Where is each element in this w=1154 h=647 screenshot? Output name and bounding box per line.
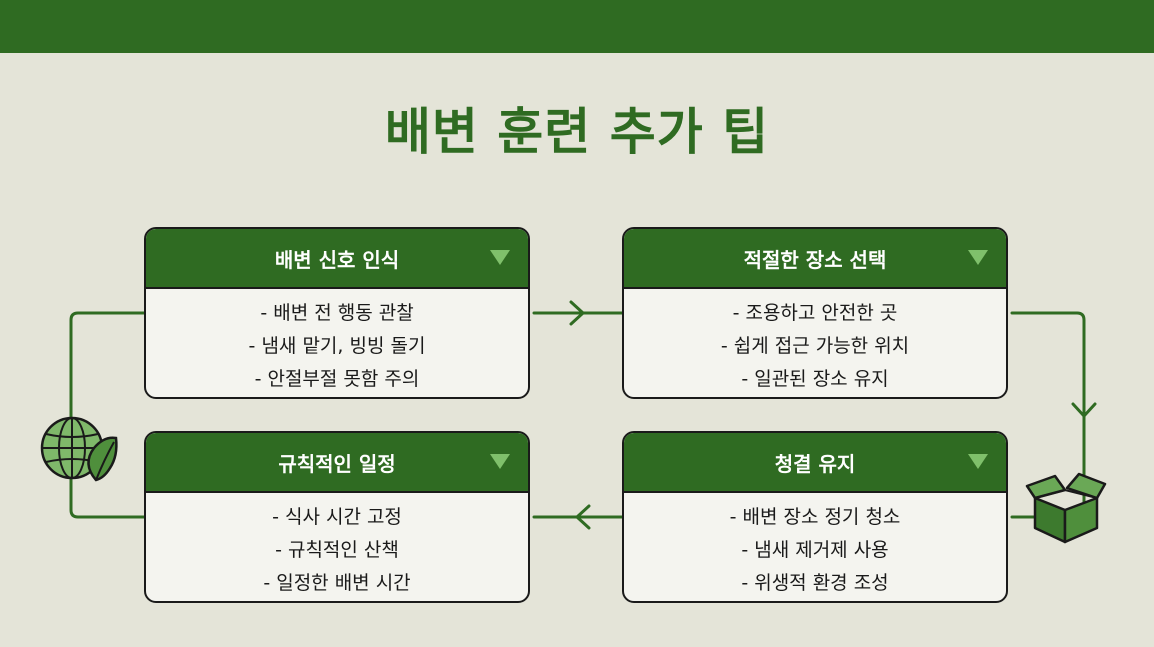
list-item: - 일관된 장소 유지: [741, 368, 889, 390]
top-banner: [0, 0, 1154, 53]
triangle-down-icon[interactable]: [490, 250, 510, 265]
list-item: - 냄새 제거제 사용: [741, 539, 889, 561]
page-title: 배변 훈련 추가 팁: [384, 103, 770, 161]
arrowhead-down-icon: [1071, 402, 1097, 418]
list-item: - 냄새 맡기, 빙빙 돌기: [248, 335, 426, 357]
card-body: - 배변 장소 정기 청소 - 냄새 제거제 사용 - 위생적 환경 조성: [624, 493, 1006, 600]
list-item: - 쉽게 접근 가능한 위치: [720, 335, 910, 357]
card-cleanliness: 청결 유지 - 배변 장소 정기 청소 - 냄새 제거제 사용 - 위생적 환경…: [622, 431, 1008, 603]
card-body: - 조용하고 안전한 곳 - 쉽게 접근 가능한 위치 - 일관된 장소 유지: [624, 289, 1006, 396]
list-item: - 위생적 환경 조성: [741, 572, 889, 594]
triangle-down-icon[interactable]: [490, 454, 510, 469]
list-item: - 규칙적인 산책: [275, 539, 399, 561]
arrowhead-left-icon: [575, 504, 591, 530]
card-header: 규칙적인 일정: [146, 433, 528, 493]
card-header: 적절한 장소 선택: [624, 229, 1006, 289]
list-item: - 배변 전 행동 관찰: [260, 302, 414, 324]
list-item: - 안절부절 못함 주의: [254, 368, 420, 390]
card-title: 적절한 장소 선택: [743, 247, 887, 272]
card-signal-recognition: 배변 신호 인식 - 배변 전 행동 관찰 - 냄새 맡기, 빙빙 돌기 - 안…: [144, 227, 530, 399]
connector-3-1: [69, 311, 146, 519]
card-header: 배변 신호 인식: [146, 229, 528, 289]
triangle-down-icon[interactable]: [968, 250, 988, 265]
list-item: - 배변 장소 정기 청소: [729, 506, 901, 528]
card-title: 규칙적인 일정: [278, 451, 396, 476]
list-item: - 조용하고 안전한 곳: [732, 302, 898, 324]
list-item: - 식사 시간 고정: [272, 506, 402, 528]
card-header: 청결 유지: [624, 433, 1006, 493]
arrowhead-right-icon: [569, 300, 585, 326]
card-title: 청결 유지: [774, 451, 856, 476]
card-body: - 식사 시간 고정 - 규칙적인 산책 - 일정한 배변 시간: [146, 493, 528, 600]
triangle-down-icon[interactable]: [968, 454, 988, 469]
card-title: 배변 신호 인식: [274, 247, 400, 272]
open-box-icon: [1025, 472, 1107, 544]
card-place-selection: 적절한 장소 선택 - 조용하고 안전한 곳 - 쉽게 접근 가능한 위치 - …: [622, 227, 1008, 399]
card-regular-schedule: 규칙적인 일정 - 식사 시간 고정 - 규칙적인 산책 - 일정한 배변 시간: [144, 431, 530, 603]
card-body: - 배변 전 행동 관찰 - 냄새 맡기, 빙빙 돌기 - 안절부절 못함 주의: [146, 289, 528, 396]
globe-leaf-icon: [40, 416, 118, 482]
list-item: - 일정한 배변 시간: [263, 572, 411, 594]
